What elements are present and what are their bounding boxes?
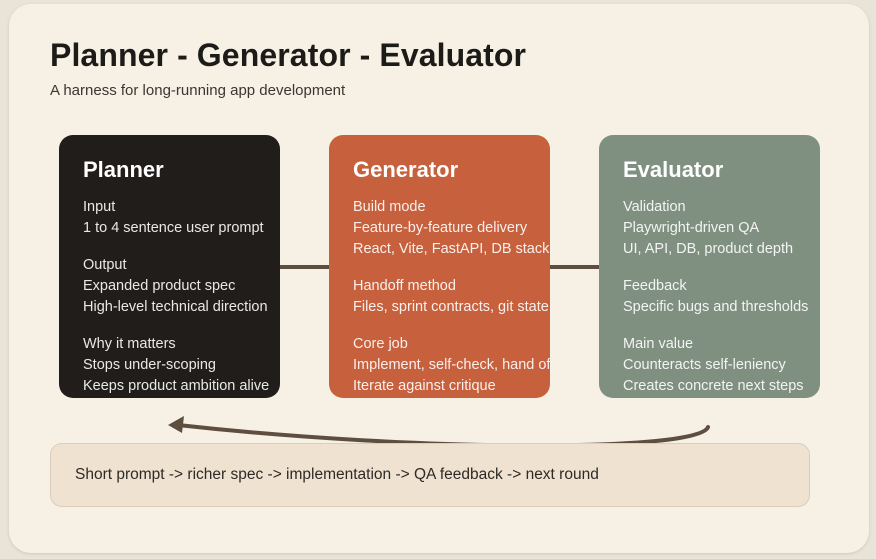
planner-section-line: Expanded product spec xyxy=(83,278,236,294)
generator-title: Generator xyxy=(353,157,459,182)
planner-section-line: Stops under-scoping xyxy=(83,357,216,373)
evaluator-section-heading: Main value xyxy=(623,336,694,352)
generator-section-heading: Build mode xyxy=(353,199,426,215)
planner-section-heading: Input xyxy=(83,199,116,215)
evaluator-section-heading: Validation xyxy=(623,199,686,215)
evaluator-box: Evaluator Validation Playwright-driven Q… xyxy=(599,135,820,398)
generator-section-heading: Core job xyxy=(353,336,408,352)
planner-section-why: Why it matters Stops under-scoping Keeps… xyxy=(83,334,280,397)
evaluator-section-line: Creates concrete next steps xyxy=(623,378,804,394)
generator-section-handoff: Handoff method Files, sprint contracts, … xyxy=(353,276,550,318)
evaluator-section-line: UI, API, DB, product depth xyxy=(623,241,794,257)
generator-section-line: React, Vite, FastAPI, DB stack xyxy=(353,241,550,257)
loop-summary-bar: Short prompt -> richer spec -> implement… xyxy=(50,443,810,507)
generator-section-heading: Handoff method xyxy=(353,278,456,294)
evaluator-section-heading: Feedback xyxy=(623,278,687,294)
loop-summary-text: Short prompt -> richer spec -> implement… xyxy=(75,466,599,483)
evaluator-title: Evaluator xyxy=(623,157,724,182)
planner-section-heading: Output xyxy=(83,257,127,273)
evaluator-section-line: Specific bugs and thresholds xyxy=(623,299,809,315)
feedback-loop-arrowhead xyxy=(168,416,184,433)
planner-section-output: Output Expanded product spec High-level … xyxy=(83,255,280,318)
generator-section-core: Core job Implement, self-check, hand off… xyxy=(353,334,550,397)
connector-generator-evaluator xyxy=(548,265,600,269)
connector-planner-generator xyxy=(278,265,330,269)
planner-section-heading: Why it matters xyxy=(83,336,176,352)
page-subtitle: A harness for long-running app developme… xyxy=(50,82,346,99)
generator-section-line: Iterate against critique xyxy=(353,378,496,394)
evaluator-section-feedback: Feedback Specific bugs and thresholds xyxy=(623,276,820,318)
generator-section-line: Implement, self-check, hand off xyxy=(353,357,550,373)
page-title: Planner - Generator - Evaluator xyxy=(50,37,527,73)
generator-section-build: Build mode Feature-by-feature delivery R… xyxy=(353,197,550,260)
generator-box: Generator Build mode Feature-by-feature … xyxy=(329,135,550,398)
planner-section-line: High-level technical direction xyxy=(83,299,268,315)
evaluator-section-validation: Validation Playwright-driven QA UI, API,… xyxy=(623,197,820,260)
evaluator-section-line: Counteracts self-leniency xyxy=(623,357,786,373)
planner-section-line: 1 to 4 sentence user prompt xyxy=(83,220,264,236)
evaluator-section-value: Main value Counteracts self-leniency Cre… xyxy=(623,334,820,397)
planner-box: Planner Input 1 to 4 sentence user promp… xyxy=(59,135,280,398)
planner-title: Planner xyxy=(83,157,164,182)
evaluator-section-line: Playwright-driven QA xyxy=(623,220,760,236)
planner-section-input: Input 1 to 4 sentence user prompt xyxy=(83,197,280,239)
generator-section-line: Feature-by-feature delivery xyxy=(353,220,528,236)
planner-section-line: Keeps product ambition alive xyxy=(83,378,270,394)
generator-section-line: Files, sprint contracts, git state xyxy=(353,299,549,315)
